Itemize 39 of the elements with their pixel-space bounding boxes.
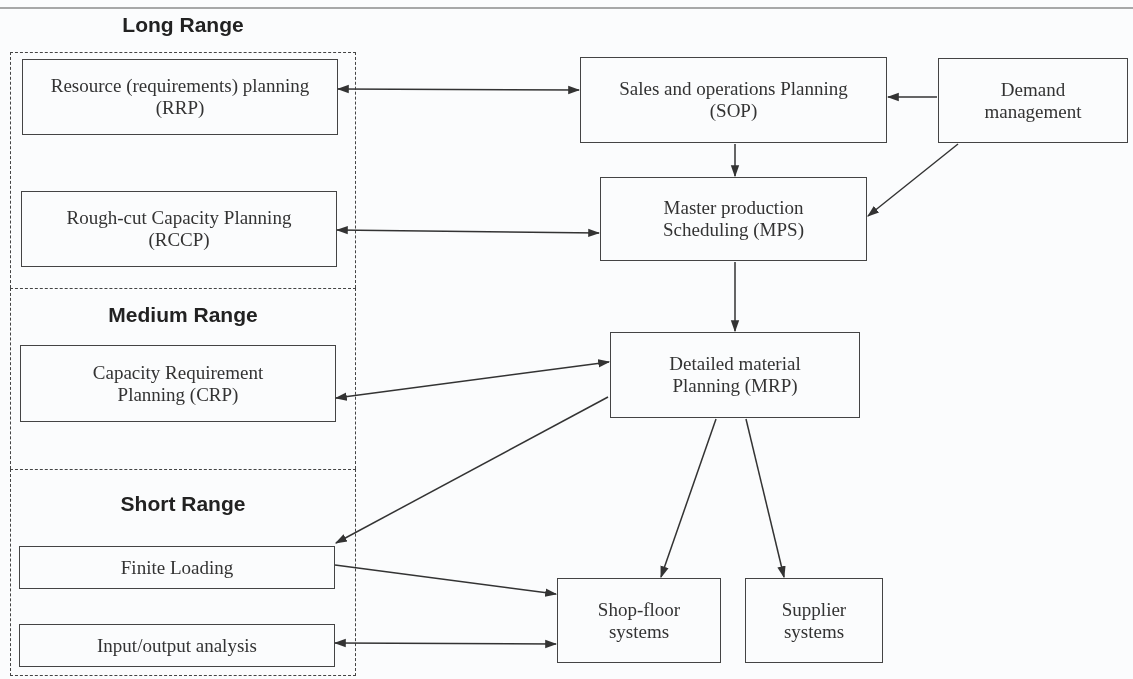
range-band (10, 469, 356, 676)
box-label: Shop-floor systems (596, 598, 682, 643)
box-label: Capacity Requirement Planning (CRP) (91, 361, 265, 406)
range-band (10, 288, 356, 469)
process-box (557, 578, 721, 663)
process-box (600, 177, 867, 261)
arrow (745, 418, 786, 579)
range-heading: Long Range (121, 13, 245, 37)
arrow (886, 92, 938, 102)
process-box (745, 578, 883, 663)
box-label: Finite Loading (120, 556, 234, 579)
arrow (730, 261, 740, 333)
box-label: Input/output analysis (97, 634, 257, 657)
box-label: Master production Scheduling (MPS) (662, 197, 805, 241)
process-box (20, 345, 336, 422)
process-box (580, 57, 887, 143)
process-box (19, 624, 335, 667)
arrow (334, 359, 611, 401)
arrow (730, 143, 740, 178)
arrow (334, 564, 558, 597)
arrow (336, 84, 581, 95)
process-box (19, 546, 335, 589)
box-label: Demand management (983, 78, 1083, 123)
box-label: Sales and operations Planning (SOP) (618, 78, 849, 122)
process-box (610, 332, 860, 418)
arrow (334, 396, 609, 544)
arrow (867, 143, 959, 217)
box-label: Detailed material Planning (MRP) (668, 353, 802, 397)
process-box (21, 191, 337, 267)
process-box (938, 58, 1128, 143)
arrow (333, 638, 558, 649)
box-label: Rough-cut Capacity Planning (RCCP) (65, 207, 293, 251)
box-label: Resource (requirements) planning (RRP) (50, 75, 310, 119)
process-box (22, 59, 338, 135)
arrow (335, 225, 601, 238)
arrow (660, 418, 717, 579)
box-label: Supplier systems (780, 598, 848, 643)
range-heading: Short Range (119, 492, 247, 516)
range-heading: Medium Range (107, 303, 259, 327)
